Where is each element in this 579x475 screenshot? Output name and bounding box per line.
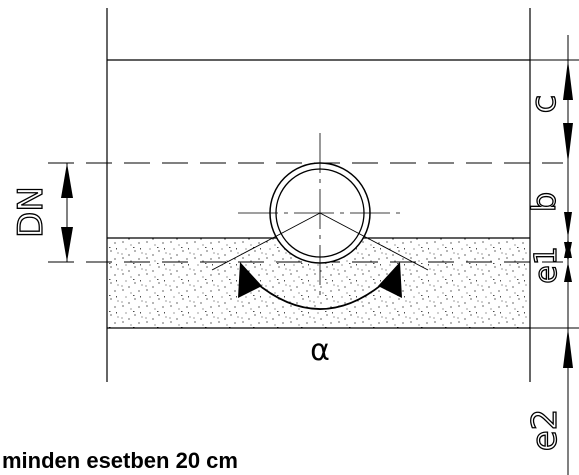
angle-arc-arrow-left — [238, 262, 262, 298]
angle-radial-left — [211, 212, 321, 271]
c-label: c — [524, 95, 564, 114]
alpha-label: α — [310, 333, 330, 368]
note-text: minden esetben 20 cm — [2, 448, 238, 473]
b-label: b — [525, 192, 563, 212]
e2-label: e2 — [525, 409, 565, 452]
dim-arrow-e1-bottom — [564, 242, 572, 262]
dim-arrow-c-top — [563, 60, 573, 100]
e1-label: e1 — [529, 246, 564, 284]
angle-radial-right — [319, 212, 429, 271]
dn-arrow-top — [61, 163, 73, 198]
dn-label: DN — [11, 186, 51, 238]
dim-arrow-e1-bottom-2 — [564, 262, 572, 282]
dim-arrow-e2-top — [563, 328, 573, 368]
dn-arrow-bottom — [61, 227, 73, 262]
angle-arc — [241, 269, 399, 310]
dim-arrow-b-top — [564, 212, 572, 238]
angle-arc-arrow-right — [378, 262, 402, 298]
dim-arrow-c-bottom — [563, 123, 573, 163]
